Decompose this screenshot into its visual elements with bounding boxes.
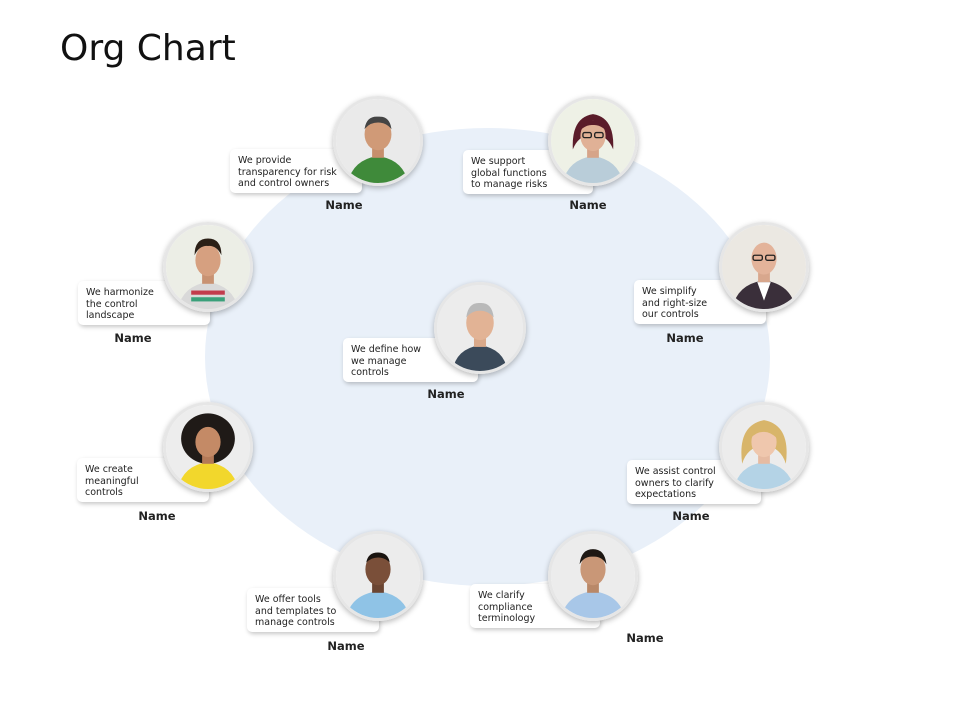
person-avatar-icon <box>437 285 523 371</box>
card-line: We create <box>85 464 133 475</box>
card-line: controls <box>85 487 123 498</box>
card-line: transparency for risk <box>238 166 337 178</box>
member-photo-right-lower[interactable] <box>719 402 809 492</box>
card-line: terminology <box>478 613 536 624</box>
card-line: We support <box>471 156 526 167</box>
member-name-top-right: Name <box>569 198 607 212</box>
card-line: landscape <box>86 310 135 321</box>
member-name-left-lower: Name <box>138 509 176 523</box>
member-photo-center[interactable] <box>434 282 526 374</box>
card-line: We assist control <box>635 466 716 477</box>
member-name-right-lower: Name <box>672 509 710 523</box>
member-photo-right-upper[interactable] <box>719 222 809 312</box>
person-avatar-icon <box>336 534 420 618</box>
card-line: the control <box>86 298 138 310</box>
card-line: owners to clarify <box>635 477 714 489</box>
card-line: We define how <box>351 344 422 355</box>
card-line: to manage risks <box>471 179 548 190</box>
member-name-center: Name <box>427 387 465 401</box>
page-title: Org Chart <box>60 28 236 69</box>
member-photo-top-left[interactable] <box>333 96 423 186</box>
card-line: meaningful <box>85 475 139 487</box>
member-photo-left-lower[interactable] <box>163 402 253 492</box>
member-name-bottom-left: Name <box>327 639 365 653</box>
card-line: We simplify <box>642 286 697 297</box>
card-line: and right-size <box>642 297 708 309</box>
card-line: controls <box>351 367 389 378</box>
card-line: we manage <box>351 355 407 367</box>
person-avatar-icon <box>722 405 806 489</box>
member-name-bottom-right: Name <box>626 631 664 645</box>
card-line: and control owners <box>238 178 330 189</box>
member-photo-left-upper[interactable] <box>163 222 253 312</box>
member-photo-top-right[interactable] <box>548 96 638 186</box>
member-name-top-left: Name <box>325 198 363 212</box>
person-avatar-icon <box>551 99 635 183</box>
card-line: We provide <box>238 155 292 166</box>
person-avatar-icon <box>166 225 250 309</box>
card-line: expectations <box>635 489 697 500</box>
card-line: manage controls <box>255 617 335 628</box>
member-photo-bottom-left[interactable] <box>333 531 423 621</box>
person-avatar-icon <box>166 405 250 489</box>
card-line: our controls <box>642 309 699 320</box>
card-line: We offer tools <box>255 594 321 605</box>
card-line: compliance <box>478 601 533 613</box>
member-photo-bottom-right[interactable] <box>548 531 638 621</box>
person-avatar-icon <box>722 225 806 309</box>
member-name-right-upper: Name <box>666 331 704 345</box>
person-avatar-icon <box>551 534 635 618</box>
person-avatar-icon <box>336 99 420 183</box>
card-line: and templates to <box>255 605 337 617</box>
card-line: global functions <box>471 167 547 179</box>
card-line: We clarify <box>478 590 525 601</box>
card-line: We harmonize <box>86 287 154 298</box>
member-name-left-upper: Name <box>114 331 152 345</box>
